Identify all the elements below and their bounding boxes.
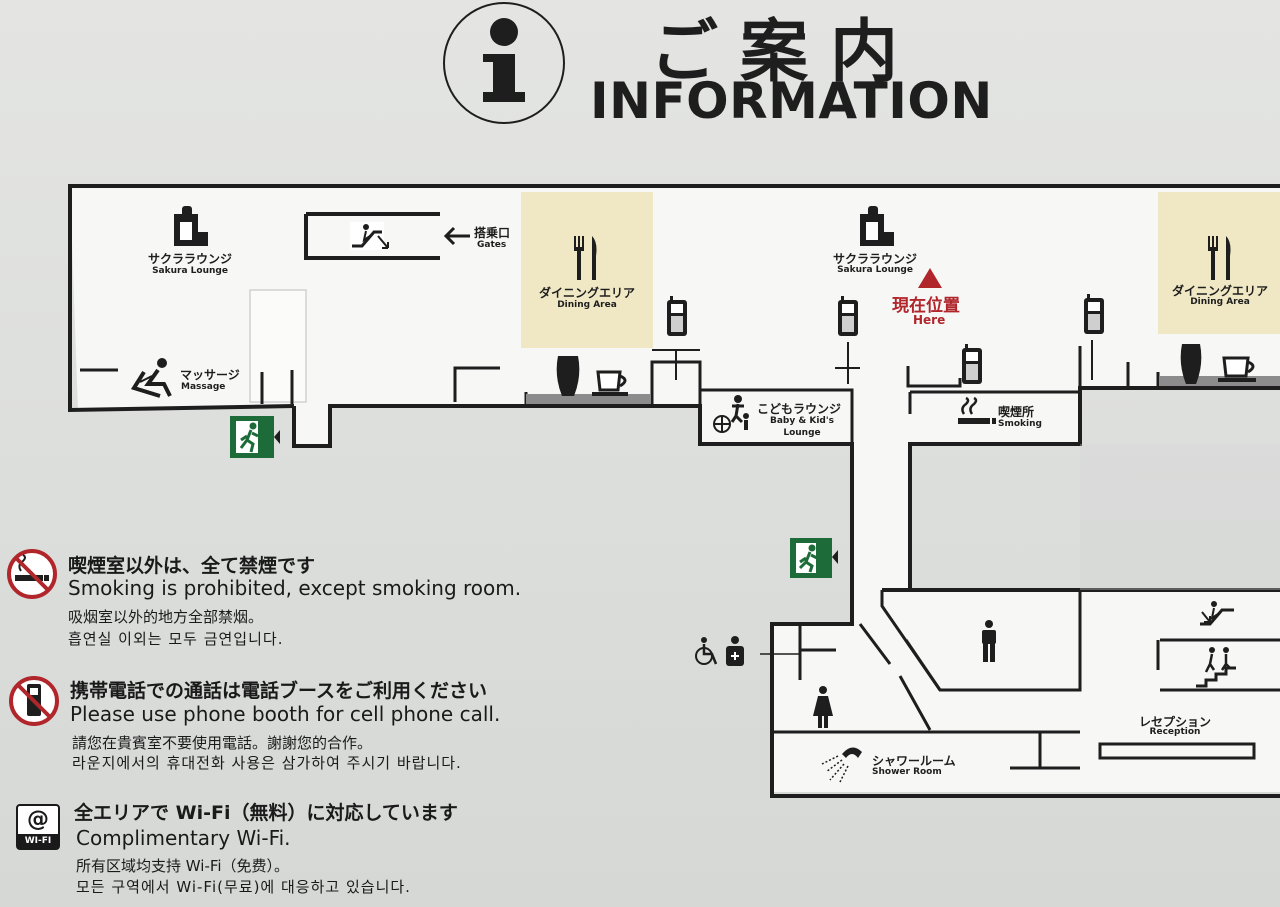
massage-label-en: Massage [181, 382, 226, 392]
dining-area-left [521, 192, 653, 348]
current-location-label-en: Here [913, 313, 946, 327]
kids-lounge-label-en-2: Lounge [783, 428, 821, 438]
wall-lower [770, 592, 1280, 798]
no-smoking-notice-jp: 喫煙室以外は、全て禁煙です [68, 555, 316, 577]
kids-lounge-label-en-1: Baby & Kid's [770, 416, 834, 426]
information-icon [443, 2, 565, 124]
title-english: INFORMATION [590, 72, 993, 130]
lounge-center-label-jp: サクララウンジ [832, 252, 917, 266]
escalator-box [304, 212, 440, 260]
coffee-cup-icon [592, 370, 628, 396]
fork-knife-icon-right [1208, 236, 1231, 280]
no-smoking-notice-ko: 흡연실 이외는 모두 금연입니다. [68, 630, 284, 648]
stairs-icon [1196, 647, 1236, 688]
dining-left-label-en: Dining Area [557, 300, 617, 310]
wifi-notice-zh: 所有区域均支持 Wi-Fi（免费）。 [76, 857, 290, 875]
title-japanese: ご案内 [650, 13, 921, 92]
accessible-toilet-icon [695, 636, 744, 666]
dining-right-label-jp: ダイニングエリア [1171, 284, 1268, 298]
phone-icon-3 [962, 344, 982, 384]
phone-icon [667, 296, 687, 336]
smoking-icon [958, 396, 996, 424]
lounge-seat-icon [174, 206, 208, 246]
dining-left-label-jp: ダイニングエリア [538, 286, 635, 300]
lounge-center-label-en: Sakura Lounge [837, 265, 913, 275]
shower-label-jp: シャワールーム [872, 754, 956, 768]
smoking-label-jp: 喫煙所 [998, 405, 1035, 419]
shower-label-en: Shower Room [872, 767, 942, 777]
escalator-icon [350, 222, 389, 250]
kids-icon [713, 395, 749, 433]
current-location-label-jp: 現在位置 [892, 296, 960, 316]
vase-icon-right [1180, 344, 1202, 384]
wifi-icon: @ WI-FI [16, 804, 60, 850]
wifi-notice-jp: 全エリアで Wi-Fi（無料）に対応しています [74, 802, 458, 824]
gates-arrow-icon [443, 226, 470, 246]
reception-label-en: Reception [1149, 727, 1201, 737]
lounge-left-label-jp: サクララウンジ [147, 252, 232, 266]
emergency-exit-icon-2 [790, 538, 838, 578]
escalator-icon-lower [1200, 601, 1234, 626]
smoking-label-en: Smoking [998, 419, 1042, 429]
pillar [249, 289, 307, 403]
wifi-notice-ko: 모든 구역에서 Wi-Fi(무료)에 대응하고 있습니다. [76, 878, 411, 896]
female-toilet-icon [813, 686, 833, 728]
emergency-exit-icon [230, 416, 280, 458]
lounge-left-label-en: Sakura Lounge [152, 266, 228, 276]
dining-area-right [1158, 192, 1280, 334]
gates-label-jp: 搭乗口 [474, 226, 511, 240]
phone-notice-zh: 請您在貴賓室不要使用電話。謝謝您的合作。 [72, 734, 373, 752]
wifi-notice-en: Complimentary Wi-Fi. [76, 826, 291, 850]
lounge-floor [70, 186, 1280, 590]
current-location-marker [918, 268, 942, 288]
reception-label-jp: レセプション [1138, 715, 1211, 729]
lounge-seat-icon-center [860, 206, 894, 246]
massage-chair-icon [130, 358, 172, 398]
phone-notice-ko: 라운지에서의 휴대전화 사용은 삼가하여 주시기 바랍니다. [72, 754, 462, 772]
no-smoking-notice-zh: 吸烟室以外的地方全部禁烟。 [68, 608, 264, 626]
phone-notice-jp: 携帯電話での通話は電話ブースをご利用ください [70, 680, 488, 702]
male-toilet-icon [982, 620, 996, 662]
massage-label-jp: マッサージ [180, 368, 240, 382]
phone-icon-2 [838, 296, 858, 336]
shower-icon [821, 747, 862, 783]
fork-knife-icon [574, 236, 597, 280]
no-smoking-icon [7, 549, 57, 599]
vase-icon [556, 356, 580, 396]
kids-lounge-label-jp: こどもラウンジ [757, 402, 842, 416]
phone-notice-en: Please use phone booth for cell phone ca… [70, 702, 501, 726]
coffee-cup-icon-right [1218, 356, 1256, 382]
phone-icon-4 [1084, 294, 1104, 334]
wall-exit-alcove [292, 404, 854, 592]
dining-right-label-en: Dining Area [1190, 297, 1250, 307]
no-smoking-notice-en: Smoking is prohibited, except smoking ro… [68, 576, 522, 600]
gates-label-en: Gates [477, 240, 507, 250]
no-phone-icon [9, 676, 59, 726]
outer-wall-top [68, 184, 1280, 413]
